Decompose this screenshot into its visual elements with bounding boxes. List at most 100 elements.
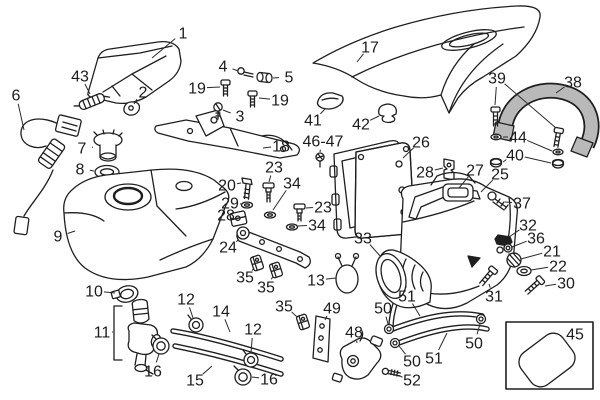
part-screw-46-47 (315, 152, 325, 168)
callout-34: 34 (308, 218, 326, 235)
leader-line-27 (458, 176, 469, 189)
part-bolt-30 (524, 275, 546, 295)
leader-line-28 (230, 217, 235, 221)
part-washer-22 (516, 265, 532, 277)
part-washer-29 (240, 201, 254, 209)
callout-21: 21 (543, 244, 561, 261)
part-fuel-cap (93, 129, 123, 162)
callout-20: 20 (218, 178, 236, 195)
leader-line-21 (520, 252, 543, 260)
part-fuel-tank (63, 168, 230, 281)
leader-line-38 (555, 86, 565, 94)
part-bracket-49 (312, 315, 331, 363)
callout-8: 8 (76, 162, 85, 179)
leader-line-23 (305, 207, 314, 209)
part-clip-28b (443, 158, 455, 181)
part-hose-15 (172, 343, 284, 377)
leader-line-28 (434, 167, 444, 171)
part-clip-28a (229, 210, 248, 227)
part-clamp-50c (475, 313, 487, 325)
callout-22: 22 (549, 259, 567, 276)
callout-41: 41 (304, 113, 322, 130)
part-clamp-12b (242, 349, 259, 368)
pointer-arrow (467, 255, 481, 268)
leader-line-49 (324, 315, 328, 321)
callout-1: 1 (179, 26, 188, 43)
leader-line-12 (250, 337, 253, 354)
leader-lines (17, 38, 565, 379)
part-clamp-50a (383, 323, 395, 335)
leader-line-12 (189, 307, 194, 319)
leader-line-42 (369, 115, 380, 121)
leader-line-36 (511, 240, 527, 248)
part-intake-duct (375, 249, 432, 309)
callout-31: 31 (485, 289, 503, 306)
callout-40: 40 (506, 148, 524, 165)
leader-line-24 (235, 239, 239, 243)
part-nut-40b (551, 158, 565, 169)
part-bolt-23a (262, 182, 275, 203)
part-bolt-20 (241, 177, 253, 200)
part-washer-34a (263, 211, 277, 219)
leader-line-13 (325, 277, 337, 280)
part-spring (73, 93, 111, 111)
part-clip-35b (268, 261, 284, 279)
callout-15: 15 (186, 373, 204, 390)
callout-28: 28 (416, 165, 434, 182)
part-wire-clamp-13 (334, 252, 360, 294)
leader-line-19 (206, 86, 221, 89)
leader-line-15 (202, 365, 213, 375)
leader-line-40 (524, 156, 552, 164)
callout-50: 50 (403, 354, 421, 371)
part-bolt-23b (293, 203, 306, 222)
part-seat (312, 5, 541, 114)
leader-line-17 (356, 53, 364, 63)
callout-13: 13 (307, 273, 325, 290)
part-hose-51a (387, 311, 485, 333)
callout-27: 27 (466, 163, 484, 180)
callout-43: 43 (71, 69, 89, 86)
callout-37: 37 (513, 196, 531, 213)
part-bracket-27 (408, 183, 481, 220)
callout-12: 12 (244, 322, 262, 339)
leader-line-14 (224, 319, 231, 333)
part-washer-44a (490, 133, 502, 141)
callout-24: 24 (219, 240, 237, 257)
callout-35: 35 (275, 299, 293, 316)
leader-line-2 (133, 98, 138, 105)
callout-23: 23 (314, 200, 332, 217)
leader-line-43 (84, 83, 91, 95)
callout-34: 34 (283, 176, 301, 193)
part-washer-44b (552, 148, 564, 156)
leader-line-50 (385, 316, 389, 325)
part-screw-37 (487, 191, 509, 211)
leader-line-26 (402, 147, 414, 159)
leader-line-33 (369, 244, 382, 258)
leader-line-52 (399, 375, 403, 378)
leader-line-20 (236, 182, 242, 185)
callout-5: 5 (285, 70, 294, 87)
part-washer-34b (285, 223, 299, 231)
callout-14: 14 (212, 304, 230, 321)
callout-49: 49 (323, 301, 341, 318)
callout-3: 3 (236, 109, 245, 126)
callout-16: 16 (144, 364, 162, 381)
leader-line-39 (504, 83, 557, 129)
part-rubber-bumper-42 (378, 103, 397, 124)
leader-line-18 (262, 146, 272, 149)
part-screw-3 (213, 102, 223, 120)
leader-line-35 (291, 311, 298, 318)
leader-line-34 (272, 190, 287, 211)
leader-line-39 (494, 86, 497, 106)
callout-19: 19 (188, 81, 206, 98)
callout-25: 25 (491, 167, 509, 184)
part-cap-21 (506, 252, 522, 268)
callout-50: 50 (465, 336, 483, 353)
callout-9: 9 (54, 229, 63, 246)
callout-6: 6 (12, 88, 21, 105)
leader-line-32 (508, 229, 520, 238)
callout-44: 44 (509, 130, 527, 147)
callout-4: 4 (219, 59, 228, 76)
